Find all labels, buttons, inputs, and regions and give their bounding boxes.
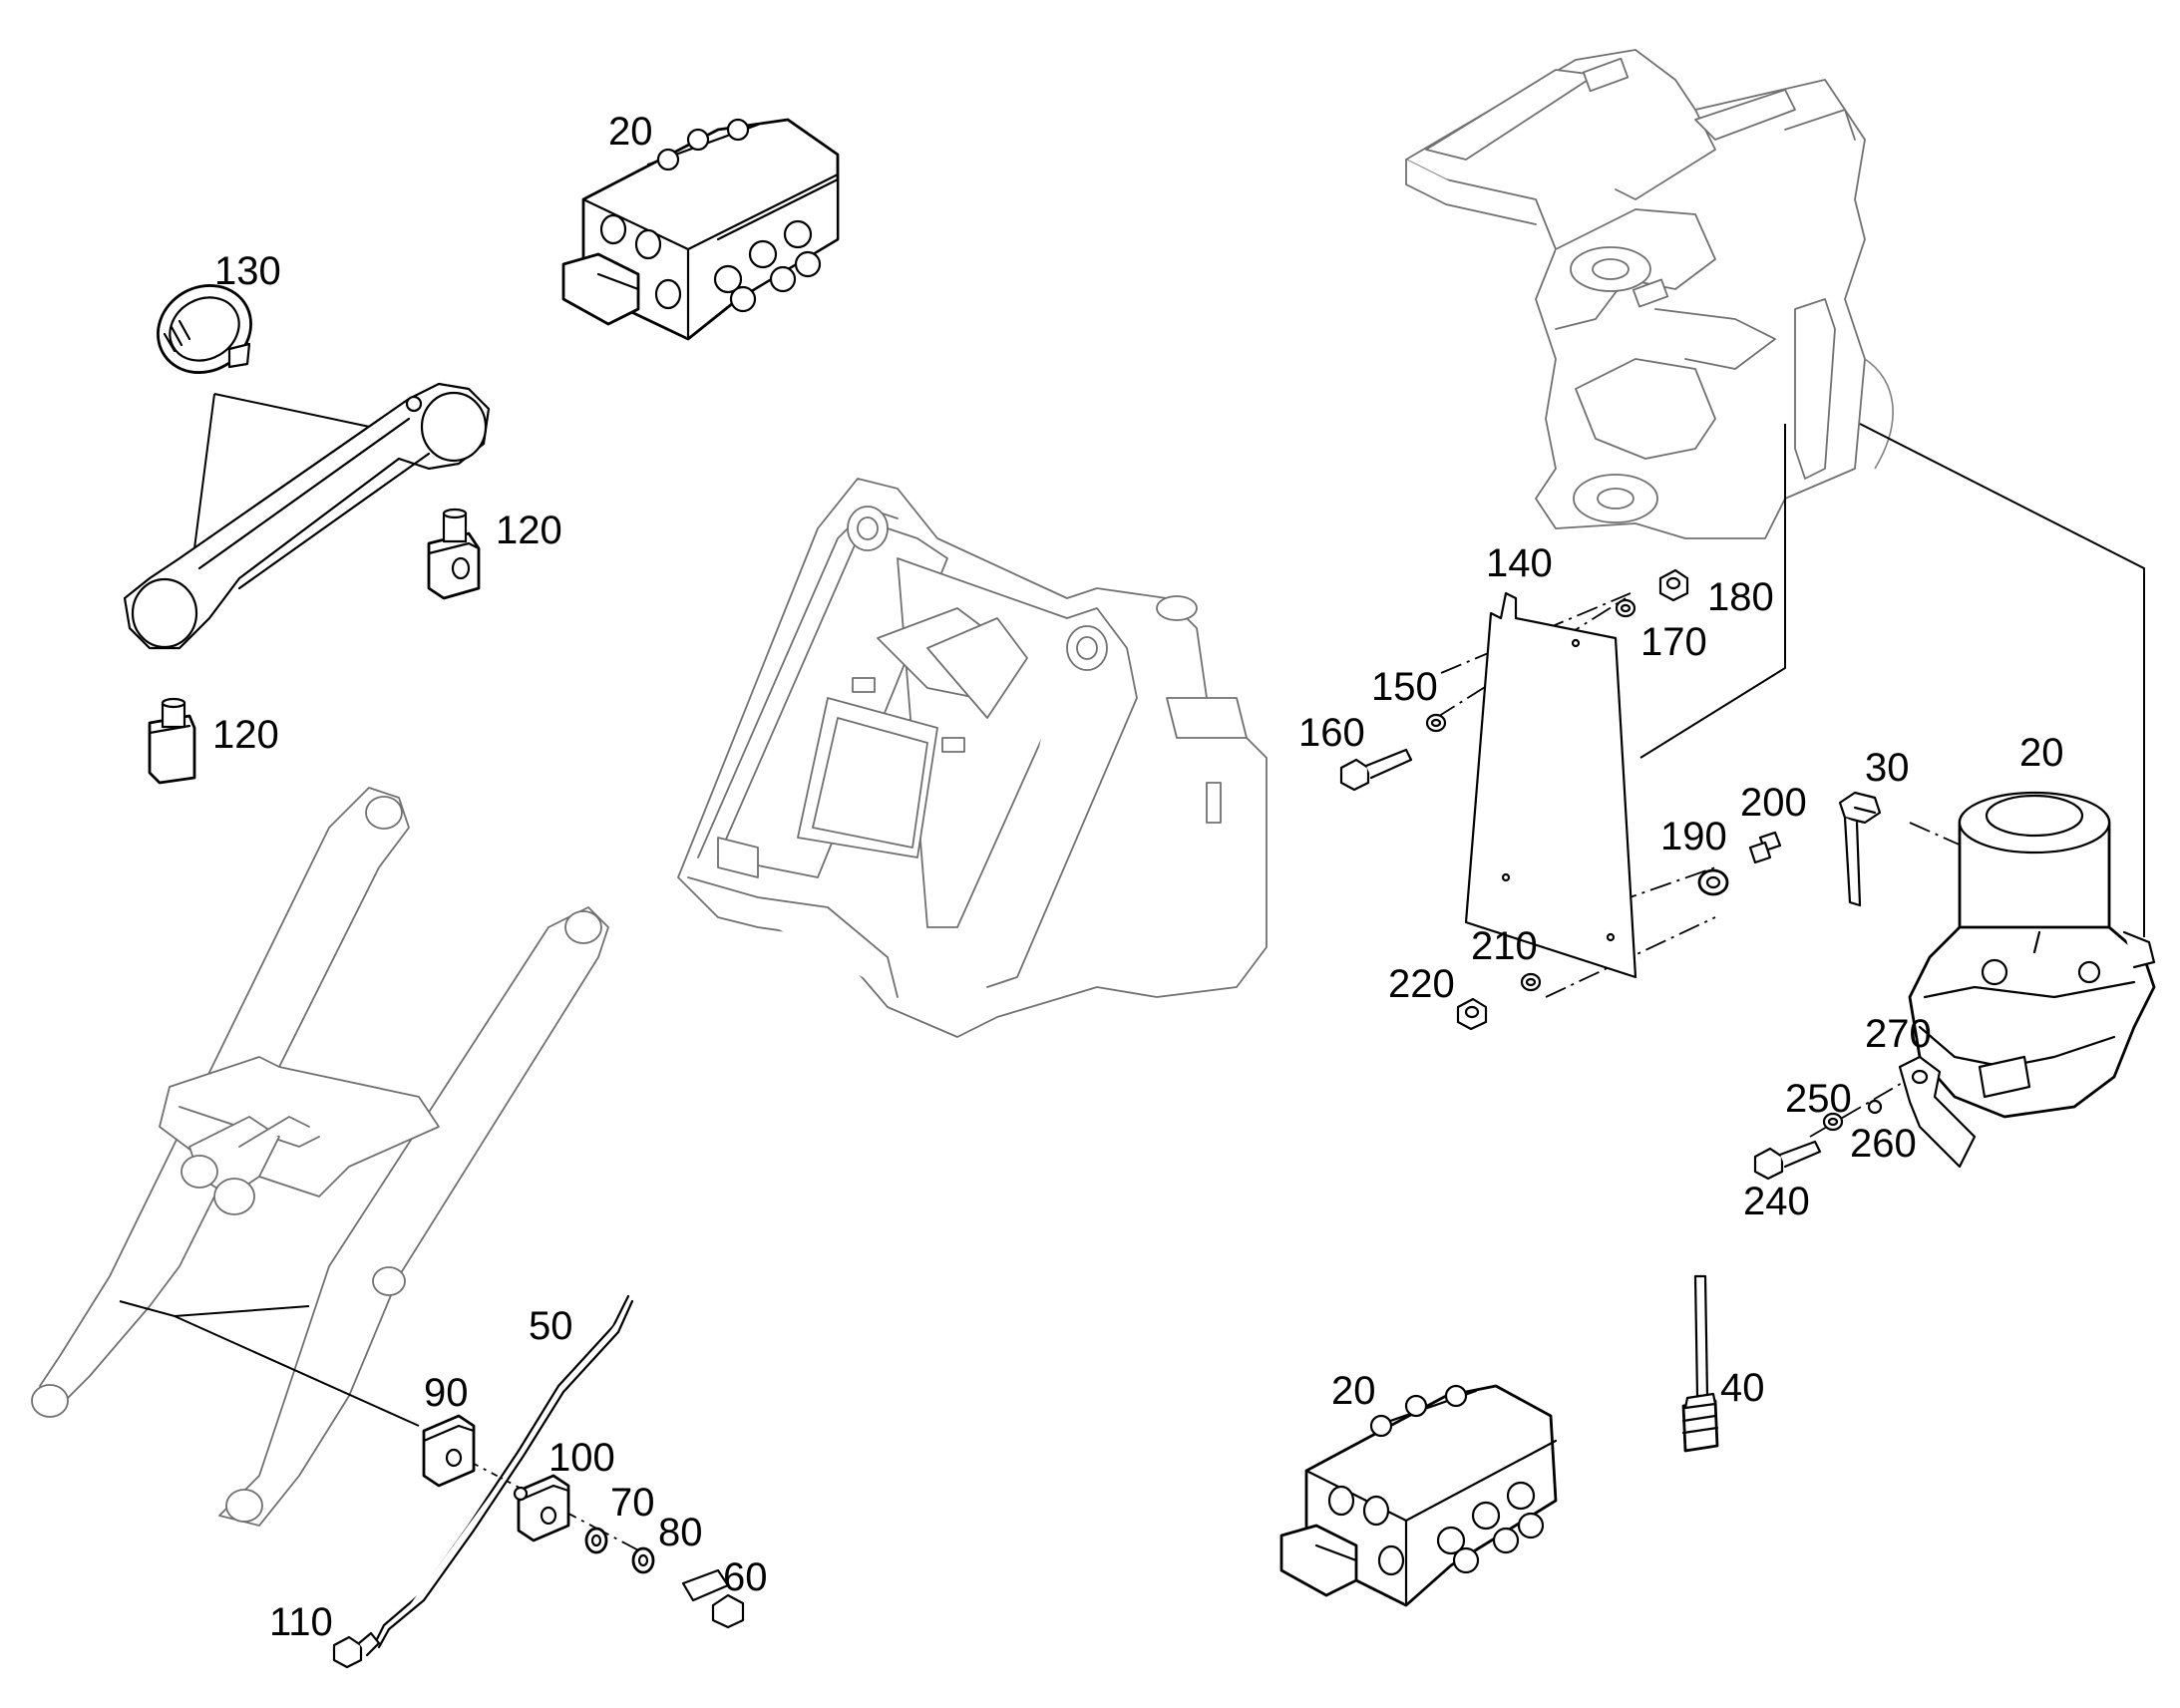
bolt-160 (1339, 748, 1413, 792)
bracket-270 (1898, 1055, 1977, 1169)
washer-80 (631, 1546, 655, 1574)
bolt-60 (681, 1568, 745, 1629)
distributor-block-top (561, 118, 840, 341)
label-250: 250 (1785, 1077, 1852, 1121)
label-50: 50 (529, 1304, 573, 1348)
nut-220 (1456, 997, 1488, 1031)
washer-250 (1822, 1112, 1844, 1132)
label-110: 110 (269, 1600, 333, 1644)
washer-260 (1867, 1099, 1883, 1115)
label-60: 60 (723, 1555, 768, 1599)
label-40: 40 (1720, 1366, 1765, 1410)
callout-labels: 20 130 120 120 140 180 170 150 160 30 20… (212, 110, 2064, 1644)
label-220: 220 (1388, 962, 1455, 1006)
label-180: 180 (1707, 575, 1774, 619)
label-80: 80 (658, 1511, 703, 1554)
label-150: 150 (1371, 665, 1438, 709)
label-210: 210 (1471, 924, 1538, 968)
label-130: 130 (214, 249, 281, 293)
clamp-block-100 (513, 1474, 570, 1542)
nut-180 (1658, 568, 1689, 602)
connector-cable-30 (1838, 791, 1882, 907)
bolt-240 (1753, 1140, 1822, 1181)
label-260: 260 (1850, 1122, 1917, 1166)
label-190: 190 (1660, 815, 1727, 858)
label-200: 200 (1740, 781, 1807, 825)
washer-150 (1425, 713, 1447, 733)
distributor-block-bottom (1279, 1384, 1558, 1607)
clamp-block-90 (422, 1414, 476, 1488)
label-140: 140 (1486, 541, 1553, 585)
lube-pump (1908, 791, 2156, 1119)
washer-210 (1520, 972, 1542, 992)
label-240: 240 (1743, 1180, 1810, 1223)
link-rod (123, 382, 491, 650)
washer-190 (1697, 868, 1729, 896)
cover-plate (1464, 591, 1637, 979)
label-120-a: 120 (496, 509, 562, 552)
grease-tube-40 (1681, 1274, 1719, 1453)
front-frame-ghost (677, 478, 1268, 1038)
bolt-200 (1748, 831, 1782, 864)
label-70: 70 (610, 1481, 655, 1525)
label-120-b: 120 (212, 713, 279, 757)
lift-arms-ghost (31, 787, 609, 1527)
label-30: 30 (1865, 746, 1910, 790)
label-20-pump: 20 (2019, 731, 2064, 775)
lube-line-50 (372, 1294, 634, 1649)
label-20-top: 20 (608, 110, 653, 154)
washer-70 (584, 1527, 608, 1554)
label-170: 170 (1640, 620, 1707, 664)
label-100: 100 (548, 1436, 615, 1480)
fitting-110 (332, 1631, 381, 1669)
washer-170 (1615, 598, 1636, 618)
hose-clamp (157, 284, 252, 374)
label-270: 270 (1865, 1012, 1932, 1056)
label-160: 160 (1298, 711, 1365, 755)
fitting-120-lower (148, 697, 196, 785)
label-20-bottom: 20 (1331, 1369, 1376, 1413)
fitting-120-upper (427, 508, 481, 600)
rear-frame-ghost (1405, 49, 1894, 539)
label-90: 90 (424, 1371, 469, 1415)
